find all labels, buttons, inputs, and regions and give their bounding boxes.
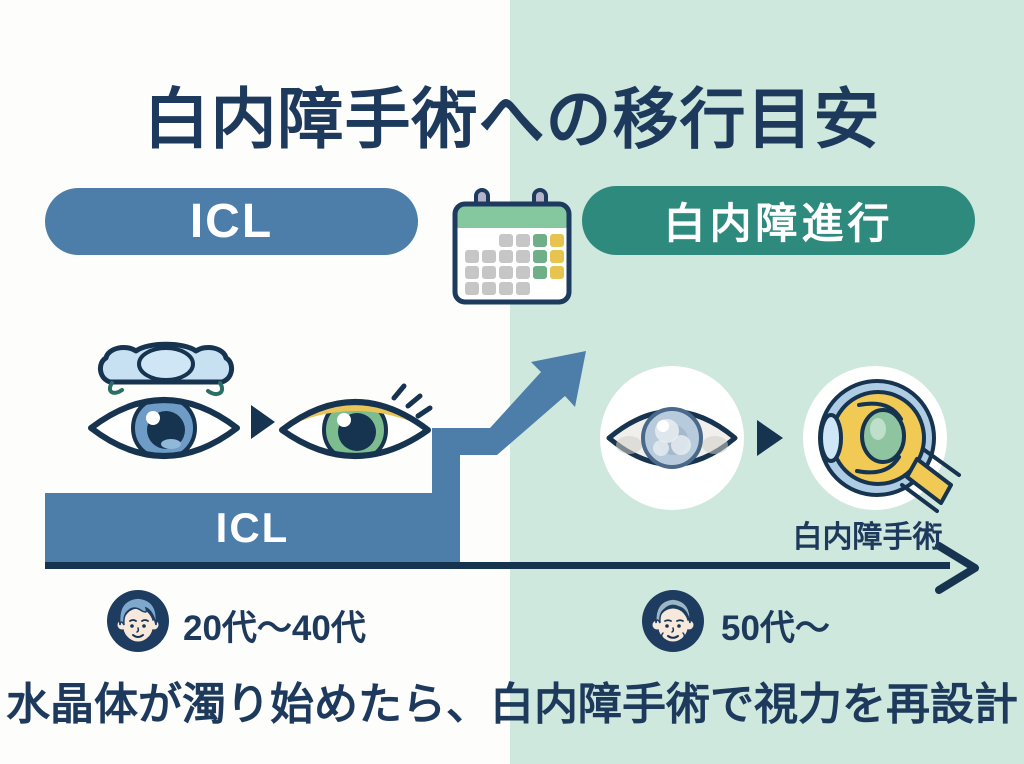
calendar-dates: [465, 234, 564, 295]
page-title: 白内障手術への移行目安: [143, 82, 881, 156]
clear-eye-icon: [88, 397, 240, 459]
icl-phase-pill: ICL: [45, 188, 418, 255]
age-range-left: 20代〜40代: [183, 609, 366, 648]
icl-period-bar: ICL: [45, 493, 460, 563]
timeline-arrow-icon: [935, 542, 979, 594]
growth-arrow-icon: [432, 351, 586, 493]
icl-lens-icon: [98, 341, 234, 396]
right-panel-background: [510, 0, 1024, 764]
calendar-icon: [452, 188, 572, 305]
cloudy-eye-icon: [600, 366, 744, 510]
age-range-right: 50代〜: [721, 609, 830, 648]
young-person-icon: [107, 590, 169, 652]
cataract-icons-group: [600, 366, 961, 513]
treated-eye-icon: [279, 383, 433, 459]
eyelashes: [391, 383, 433, 419]
cataract-progression-pill: 白内障進行: [582, 186, 975, 255]
eye-anatomy-icon: [803, 366, 961, 513]
timeline-axis: [45, 562, 950, 569]
arrow-right-icon: [251, 405, 275, 439]
icl-phase-label: ICL: [189, 195, 274, 248]
arrow-right-icon: [757, 420, 783, 456]
older-person-icon: [642, 590, 704, 652]
cataract-progression-label: 白内障進行: [663, 200, 894, 247]
footer-message: 水晶体が濁り始めたら、白内障手術で視力を再設計: [6, 680, 1018, 729]
cataract-surgery-label: 白内障手術: [792, 521, 943, 554]
icl-period-bar-label: ICL: [215, 504, 290, 551]
